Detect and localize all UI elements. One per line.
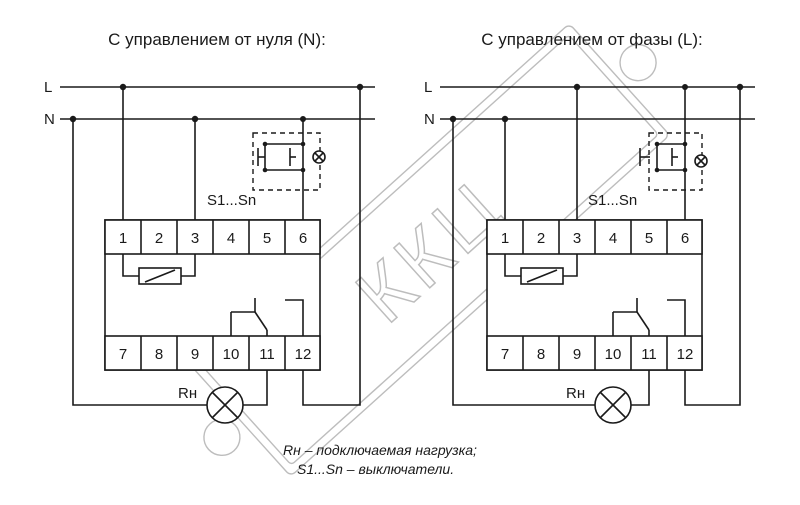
left-load-label: Rн bbox=[178, 385, 197, 402]
right-terminal-7: 7 bbox=[501, 346, 509, 363]
right-terminal-5: 5 bbox=[645, 230, 653, 247]
left-switches bbox=[252, 116, 326, 220]
right-terminal-12: 12 bbox=[677, 346, 694, 363]
right-terminal-3: 3 bbox=[573, 230, 581, 247]
right-terminal-6: 6 bbox=[681, 230, 689, 247]
left-terminal-5: 5 bbox=[263, 230, 271, 247]
right-terminal-9: 9 bbox=[573, 346, 581, 363]
left-terminal-11: 11 bbox=[259, 346, 275, 363]
right-relay-coil bbox=[504, 254, 578, 285]
left-load-lamp bbox=[206, 386, 244, 424]
left-switches-label: S1...Sn bbox=[207, 192, 256, 209]
right-switches-label: S1...Sn bbox=[588, 192, 637, 209]
right-terminal-1: 1 bbox=[501, 230, 509, 247]
right-terminal-11: 11 bbox=[641, 346, 657, 363]
right-switches bbox=[639, 84, 708, 220]
right-relay-contact bbox=[612, 298, 686, 336]
right-diagram: L N 1 2 3 4 5 6 7 8 9 10 11 12 bbox=[424, 79, 755, 424]
right-terminal-8: 8 bbox=[537, 346, 545, 363]
left-diagram-title: С управлением от нуля (N): bbox=[108, 30, 326, 49]
left-diagram: L N 1 2 3 4 5 6 7 8 9 10 11 12 bbox=[44, 79, 375, 424]
left-bus-label-l: L bbox=[44, 79, 52, 96]
left-terminal-10: 10 bbox=[223, 346, 240, 363]
left-terminal-9: 9 bbox=[191, 346, 199, 363]
left-terminal-8: 8 bbox=[155, 346, 163, 363]
left-terminal-6: 6 bbox=[299, 230, 307, 247]
right-terminal-10: 10 bbox=[605, 346, 622, 363]
left-relay-contact bbox=[230, 298, 304, 336]
left-terminal-12: 12 bbox=[295, 346, 312, 363]
left-bus-label-n: N bbox=[44, 111, 55, 128]
right-terminal-4: 4 bbox=[609, 230, 617, 247]
left-relay-coil bbox=[122, 254, 196, 285]
right-load-label: Rн bbox=[566, 385, 585, 402]
left-terminal-3: 3 bbox=[191, 230, 199, 247]
left-terminal-7: 7 bbox=[119, 346, 127, 363]
left-terminal-2: 2 bbox=[155, 230, 163, 247]
legend-line-load: Rн – подключаемая нагрузка; bbox=[283, 442, 477, 458]
right-bus-label-l: L bbox=[424, 79, 432, 96]
left-terminal-1: 1 bbox=[119, 230, 127, 247]
left-terminal-4: 4 bbox=[227, 230, 235, 247]
right-diagram-title: С управлением от фазы (L): bbox=[481, 30, 702, 49]
right-load-lamp bbox=[594, 386, 632, 424]
right-bus-label-n: N bbox=[424, 111, 435, 128]
right-terminal-2: 2 bbox=[537, 230, 545, 247]
legend-line-switches: S1...Sn – выключатели. bbox=[297, 461, 454, 477]
